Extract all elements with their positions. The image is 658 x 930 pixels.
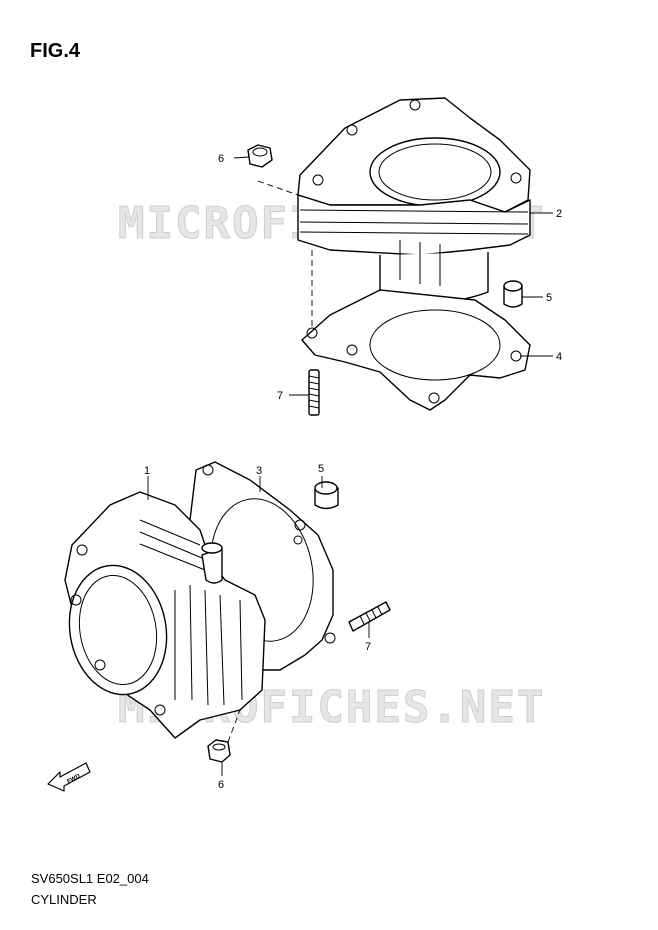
stud-bolt-bottom bbox=[348, 601, 391, 632]
fwd-arrow-icon: FWD bbox=[47, 762, 91, 792]
callout-bottom-7: 7 bbox=[365, 641, 371, 653]
callout-bottom-3: 3 bbox=[256, 465, 262, 477]
callout-top-6: 6 bbox=[218, 153, 224, 165]
callout-bottom-6: 6 bbox=[218, 779, 224, 791]
nut-6-top bbox=[247, 144, 273, 168]
stud-bolt-top bbox=[308, 369, 320, 416]
callout-top-7: 7 bbox=[277, 390, 283, 402]
dowel-pin-top bbox=[503, 280, 523, 308]
figure-title: FIG.4 bbox=[30, 40, 81, 62]
callout-top-5: 5 bbox=[546, 292, 552, 304]
callout-top-2: 2 bbox=[556, 208, 562, 220]
callout-top-4: 4 bbox=[556, 351, 562, 363]
figure-name: CYLINDER bbox=[31, 892, 97, 907]
cylinder-top-view bbox=[297, 97, 531, 303]
dowel-pin-bottom bbox=[314, 481, 339, 510]
callout-bottom-1: 1 bbox=[144, 465, 150, 477]
cylinder-side-view bbox=[64, 491, 266, 739]
nut-6-bottom bbox=[207, 739, 231, 763]
callout-bottom-5: 5 bbox=[318, 463, 324, 475]
cylinder-gasket-top bbox=[301, 289, 531, 411]
figure-code: SV650SL1 E02_004 bbox=[31, 871, 149, 886]
